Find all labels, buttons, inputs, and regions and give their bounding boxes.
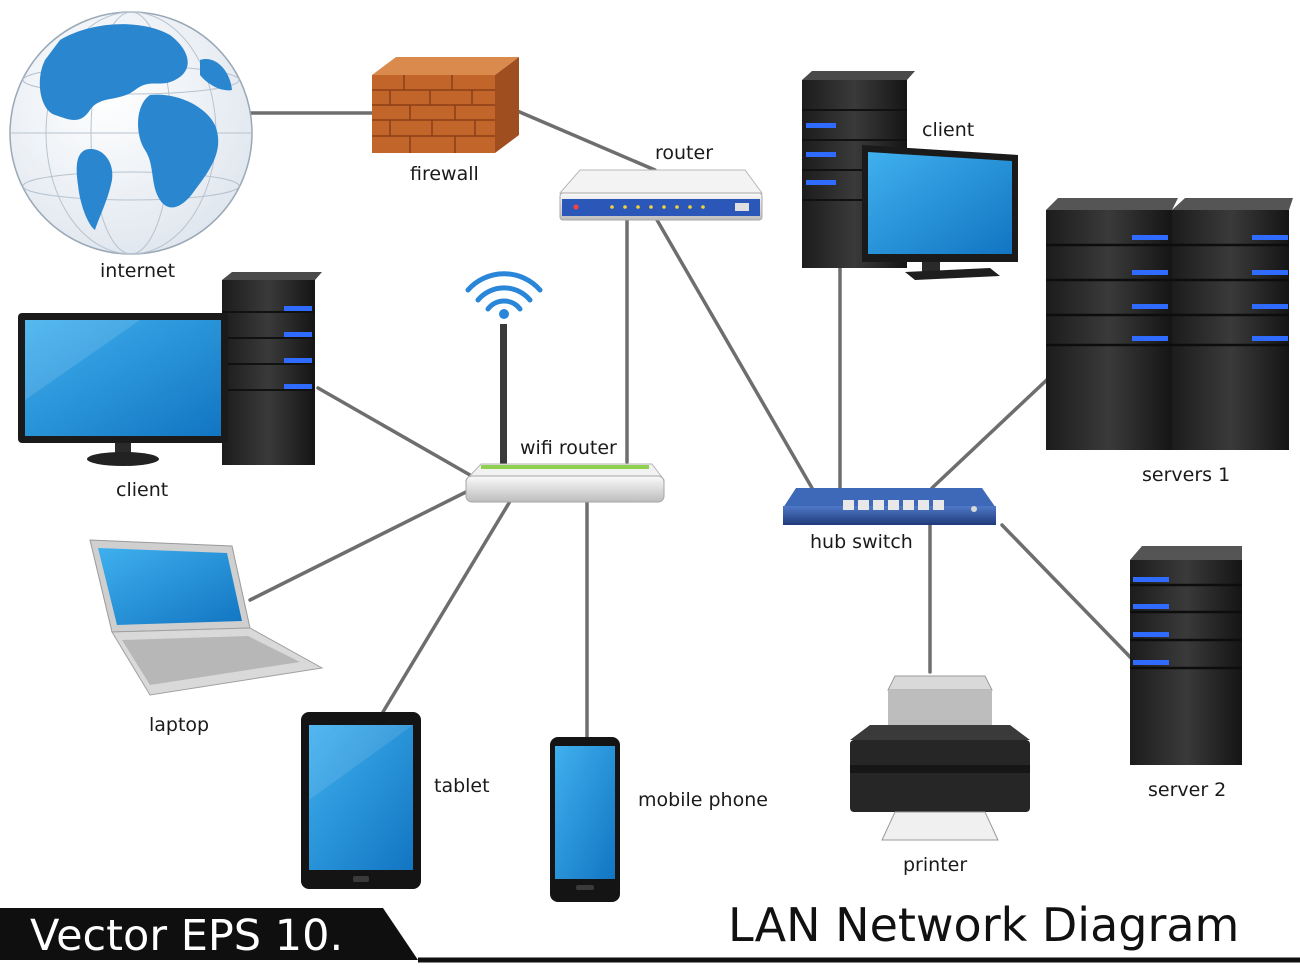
label-servers-1: servers 1: [1142, 464, 1231, 486]
label-tablet: tablet: [434, 775, 490, 797]
label-laptop: laptop: [149, 714, 210, 736]
printer-icon: [850, 675, 1030, 841]
client-top-computer-icon: [802, 71, 1018, 280]
wifi-signal-icon: [465, 271, 543, 312]
label-mobile-phone: mobile phone: [638, 789, 768, 811]
cable-hub-server-2: [1000, 523, 1135, 662]
label-firewall: firewall: [410, 163, 479, 185]
server-2-icon: [1130, 546, 1242, 765]
label-client-top: client: [922, 119, 975, 141]
banner-background: [0, 908, 418, 960]
diagram-title: LAN Network Diagram: [728, 898, 1240, 952]
internet-globe-icon: [9, 11, 253, 255]
label-wifi-router: wifi router: [520, 437, 617, 459]
label-server-2: server 2: [1148, 779, 1227, 801]
cable-hub-servers-1: [930, 373, 1054, 490]
cable-wifi-client: [316, 386, 472, 477]
cable-wifi-tablet: [381, 496, 514, 714]
label-printer: printer: [903, 854, 968, 876]
label-internet: internet: [100, 260, 176, 282]
cable-router-hub-switch: [655, 218, 814, 490]
hub-switch-icon: [783, 488, 996, 525]
router-icon: [558, 169, 763, 221]
mobile-phone-icon: [550, 737, 620, 902]
client-left-computer-icon: [18, 272, 322, 466]
tablet-icon: [301, 712, 421, 889]
cables: [248, 108, 1135, 742]
laptop-icon: [89, 539, 324, 696]
label-client-left: client: [116, 479, 169, 501]
firewall-icon: [372, 57, 519, 153]
label-hub-switch: hub switch: [810, 531, 913, 553]
servers-1-icon: [1046, 198, 1293, 450]
label-router: router: [655, 142, 714, 164]
wifi-router-icon: [464, 271, 665, 503]
cable-firewall-router: [513, 108, 657, 172]
banner-text: Vector EPS 10.: [30, 911, 344, 961]
cable-wifi-laptop: [248, 488, 472, 602]
